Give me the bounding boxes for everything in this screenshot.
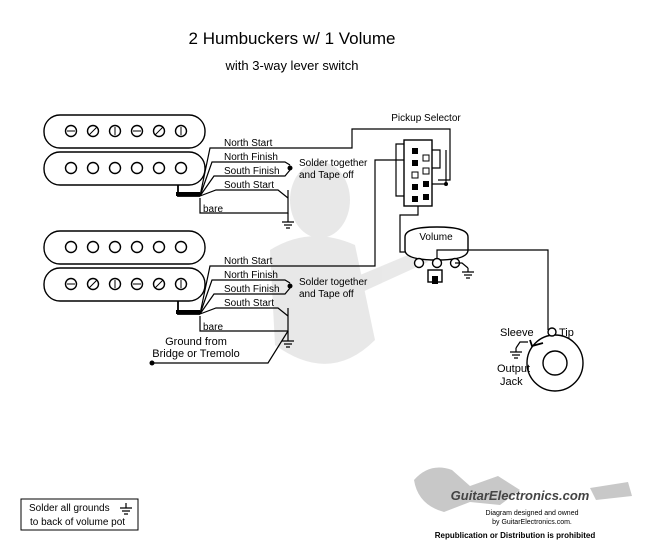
p1-solder-label-2: and Tape off — [299, 170, 354, 181]
brand-logo: GuitarElectronics.com — [414, 467, 632, 512]
pickup-selector-label: Pickup Selector — [391, 113, 461, 124]
ground-from-label-2: Bridge or Tremolo — [152, 348, 239, 360]
pot-lugs — [413, 257, 461, 284]
ground-from-label-1: Ground from — [165, 336, 227, 348]
p1-wire-north-start-label: North Start — [224, 138, 273, 149]
note-box: Solder all grounds to back of volume pot — [20, 498, 139, 531]
jack-sleeve-label: Sleeve — [500, 327, 534, 339]
credit-line-1: Diagram designed and owned — [485, 510, 578, 517]
watermark — [270, 162, 428, 364]
p2-bare-label: bare — [203, 322, 223, 333]
p2-solder-label-2: and Tape off — [299, 289, 354, 300]
p1-wire-south-finish-label: South Finish — [224, 166, 280, 177]
humbucker-2 — [43, 230, 206, 302]
volume-label: Volume — [419, 232, 453, 243]
page-title: 2 Humbuckers w/ 1 Volume — [189, 29, 396, 48]
p1-bare-label: bare — [203, 204, 223, 215]
p2-wire-north-start-label: North Start — [224, 256, 273, 267]
jack-label-1: Output — [497, 363, 530, 375]
credit-line-2: by GuitarElectronics.com. — [492, 519, 572, 526]
ground-icon — [120, 503, 132, 515]
copyright-notice: Republication or Distribution is prohibi… — [435, 531, 596, 540]
p1-wire-south-start-label: South Start — [224, 180, 274, 191]
p2-wire-north-finish-label: North Finish — [224, 270, 278, 281]
jack-tip-label: Tip — [559, 327, 574, 339]
volume-pot: Volume — [404, 226, 469, 284]
note-line-1: Solder all grounds — [29, 503, 110, 514]
brand-name: GuitarElectronics.com — [451, 488, 590, 503]
pole-screws — [64, 240, 188, 291]
pole-screws — [64, 124, 188, 175]
output-jack — [526, 327, 584, 392]
p2-wire-south-start-label: South Start — [224, 298, 274, 309]
note-line-2: to back of volume pot — [30, 517, 125, 528]
p1-wire-north-finish-label: North Finish — [224, 152, 278, 163]
p2-wire-south-finish-label: South Finish — [224, 284, 280, 295]
p1-solder-label-1: Solder together — [299, 158, 368, 169]
humbucker-1 — [43, 114, 206, 186]
page-subtitle: with 3-way lever switch — [225, 58, 359, 73]
lever-switch — [403, 139, 433, 207]
jack-label-2: Jack — [500, 376, 523, 388]
p2-solder-label-1: Solder together — [299, 277, 368, 288]
